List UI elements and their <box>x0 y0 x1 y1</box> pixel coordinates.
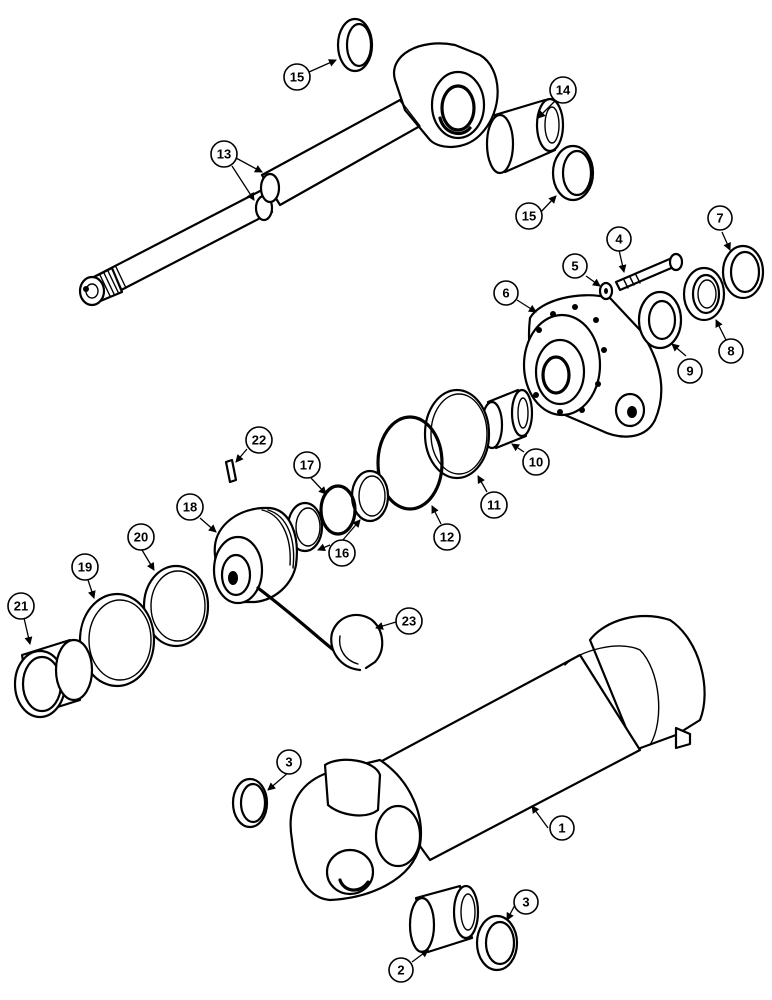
svg-text:1: 1 <box>558 821 565 836</box>
svg-text:21: 21 <box>14 599 28 614</box>
callout-19: 19 <box>71 553 99 581</box>
callout-8: 8 <box>718 338 744 364</box>
svg-text:6: 6 <box>502 286 509 301</box>
svg-text:23: 23 <box>402 614 416 629</box>
svg-text:4: 4 <box>615 232 623 247</box>
wear-ring-19 <box>78 592 156 688</box>
svg-text:18: 18 <box>183 500 197 515</box>
svg-text:5: 5 <box>571 259 578 274</box>
callout-3-right: 3 <box>513 889 539 915</box>
callout-5: 5 <box>562 253 588 279</box>
snap-ring-23 <box>330 613 384 672</box>
svg-text:3: 3 <box>285 755 292 770</box>
callout-11: 11 <box>480 491 508 519</box>
callout-10: 10 <box>522 448 550 476</box>
bushing-2 <box>408 884 480 954</box>
svg-text:11: 11 <box>487 498 501 513</box>
svg-text:15: 15 <box>290 70 304 85</box>
svg-text:16: 16 <box>335 546 349 561</box>
callout-1: 1 <box>549 815 575 841</box>
svg-text:15: 15 <box>522 209 536 224</box>
svg-text:2: 2 <box>397 963 404 978</box>
o-ring-12 <box>376 415 444 511</box>
seal-9 <box>637 290 683 350</box>
wiper-ring-15-right <box>551 144 595 202</box>
svg-text:12: 12 <box>440 530 454 545</box>
cylinder-head <box>522 294 663 438</box>
ring-3-left <box>231 777 269 829</box>
cylinder-tube <box>289 615 706 902</box>
callout-7: 7 <box>707 205 733 231</box>
callout-4: 4 <box>606 226 632 252</box>
svg-text:19: 19 <box>78 560 92 575</box>
callout-20: 20 <box>127 523 155 551</box>
svg-text:10: 10 <box>529 455 543 470</box>
svg-text:3: 3 <box>522 895 529 910</box>
callout-3-left: 3 <box>276 749 302 775</box>
svg-text:8: 8 <box>727 344 734 359</box>
callout-18: 18 <box>176 493 204 521</box>
callout-13: 13 <box>210 140 238 168</box>
bolt-4 <box>614 252 684 292</box>
callout-6: 6 <box>493 280 519 306</box>
backup-ring-16-a <box>350 469 390 523</box>
svg-text:13: 13 <box>217 147 231 162</box>
ring-7 <box>721 244 765 300</box>
bushing-14 <box>485 97 565 175</box>
callout-16: 16 <box>328 539 356 567</box>
seal-17 <box>319 484 357 536</box>
callout-2: 2 <box>388 957 414 983</box>
pin-22 <box>224 458 238 484</box>
svg-text:20: 20 <box>134 530 148 545</box>
svg-text:9: 9 <box>686 364 693 379</box>
callout-22: 22 <box>245 426 273 454</box>
piston <box>212 506 342 657</box>
washer-5 <box>598 281 614 301</box>
piston-rod <box>78 42 499 307</box>
callout-14: 14 <box>549 76 577 104</box>
wiper-ring-15-top <box>336 17 374 73</box>
callout-23: 23 <box>395 607 423 635</box>
ring-20 <box>142 564 210 648</box>
svg-text:7: 7 <box>716 211 723 226</box>
bushing-10 <box>480 388 534 450</box>
svg-text:14: 14 <box>556 83 571 98</box>
callout-17: 17 <box>293 451 321 479</box>
svg-text:22: 22 <box>252 433 266 448</box>
callout-9: 9 <box>677 358 703 384</box>
wiper-8 <box>682 266 726 322</box>
band-21 <box>13 638 94 719</box>
callout-21: 21 <box>7 592 35 620</box>
callout-15-right: 15 <box>515 202 543 230</box>
ring-3-right <box>475 914 519 972</box>
callout-12: 12 <box>433 523 461 551</box>
svg-text:17: 17 <box>300 458 314 473</box>
callout-15-top: 15 <box>283 63 311 91</box>
